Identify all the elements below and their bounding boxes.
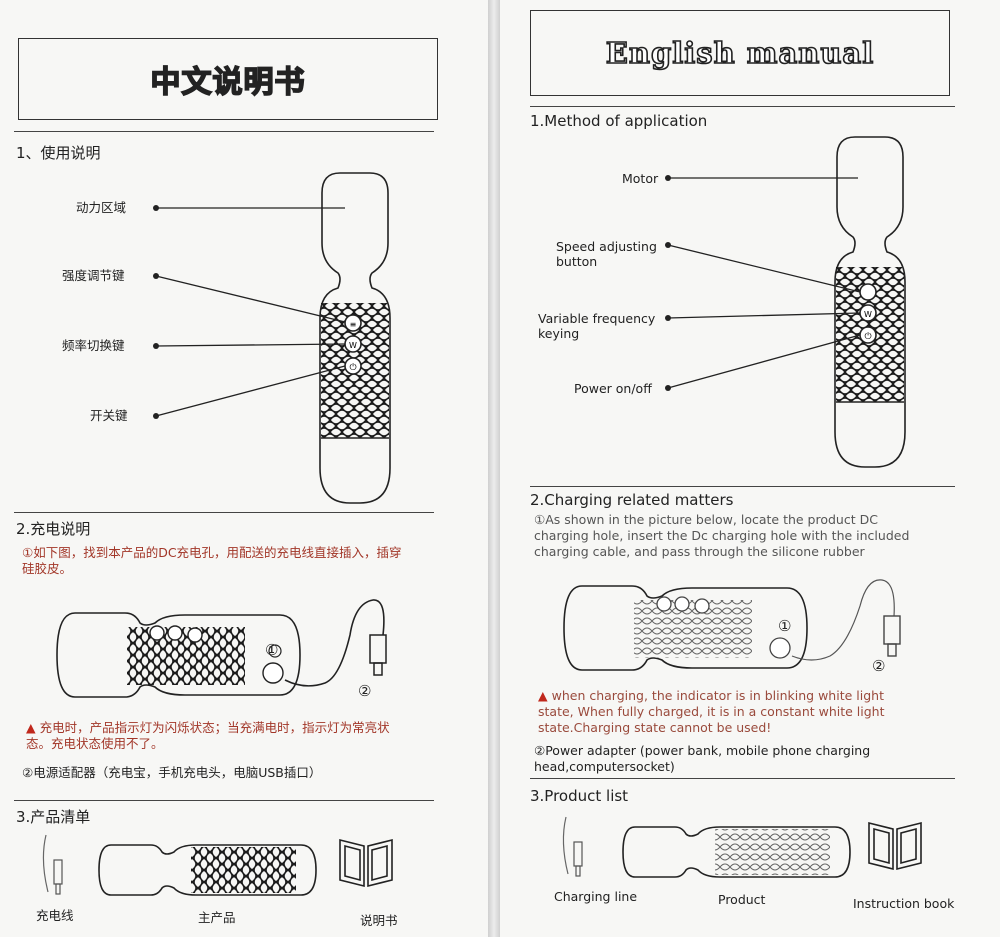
power-adapter-note: ②电源适配器（充电宝，手机充电头，电脑USB插口） xyxy=(22,765,322,780)
section1-rule-en xyxy=(530,106,955,107)
charging-diagram-en xyxy=(563,579,901,671)
caption-cable: 充电线 xyxy=(36,908,74,923)
caption-product-en: Product xyxy=(718,892,766,907)
chinese-title-box: 中文说明书 xyxy=(18,38,438,120)
product-list-cable xyxy=(42,834,63,895)
caption-book-en: Instruction book xyxy=(853,896,955,911)
callout-two-en: ② xyxy=(872,657,886,675)
callout-one: ① xyxy=(265,641,279,659)
wand-diagram: ≡ W ⏻ xyxy=(319,172,391,504)
charging-warning: ▲ 充电时，产品指示灯为闪烁状态；当充满电时，指示灯为常亮状态。充电状态使用不了… xyxy=(26,720,406,752)
label-speed-en-line2: button xyxy=(556,254,598,269)
label-motor-en: Motor xyxy=(622,171,659,186)
label-speed: 强度调节键 xyxy=(62,268,125,283)
power-adapter-note-en: ②Power adapter (power bank, mobile phone… xyxy=(534,743,871,774)
english-title-box: English manual xyxy=(530,10,950,96)
section2-rule xyxy=(14,512,434,513)
label-power-en: Power on/off xyxy=(574,381,652,396)
wave-icon: W xyxy=(349,341,357,350)
section1-heading: 1、使用说明 xyxy=(16,144,101,162)
label-speed-en-line1: Speed adjusting xyxy=(556,239,657,254)
english-manual-page: English manual 1.Method of application W… xyxy=(500,0,1000,937)
caption-product: 主产品 xyxy=(198,910,236,925)
textured-grip-horizontal xyxy=(127,627,245,685)
wave-icon-en: W xyxy=(864,310,872,319)
caption-cable-en: Charging line xyxy=(554,889,638,904)
product-list-wand-en xyxy=(622,826,851,878)
section3-rule xyxy=(14,800,434,801)
chinese-title: 中文说明书 xyxy=(150,64,306,101)
label-motor: 动力区域 xyxy=(76,200,127,215)
product-list-wand xyxy=(98,844,317,896)
product-list-cable-en xyxy=(562,816,583,877)
usb-plug xyxy=(369,634,387,664)
caption-book: 说明书 xyxy=(360,913,398,928)
chinese-manual-page: 中文说明书 1、使用说明 ≡ W ⏻ 动力区域 强度调节键 频率切换键 开关键 … xyxy=(0,0,488,937)
callout-one-en: ① xyxy=(778,617,792,635)
page-gutter xyxy=(488,0,500,937)
charging-instruction-en: ①As shown in the picture below, locate t… xyxy=(534,512,910,559)
power-icon: ⏻ xyxy=(349,362,356,373)
leader-lines xyxy=(153,205,346,419)
warning-icon-en: ▲ xyxy=(538,688,548,703)
section2-heading-en: 2.Charging related matters xyxy=(530,491,734,509)
label-frequency-en-line2: keying xyxy=(538,326,580,341)
section3-heading: 3.产品清单 xyxy=(16,808,91,826)
section2-heading: 2.充电说明 xyxy=(16,520,91,538)
section2-rule-en xyxy=(530,486,955,487)
charging-warning-text: 充电时，产品指示灯为闪烁状态；当充满电时，指示灯为常亮状态。充电状态使用不了。 xyxy=(26,720,390,751)
speed-button xyxy=(344,314,362,332)
speed-icon: ≡ xyxy=(350,320,357,329)
section3-heading-en: 3.Product list xyxy=(530,787,629,805)
charging-diagram xyxy=(56,599,387,698)
charging-instruction: ①如下图，找到本产品的DC充电孔，用配送的充电线直接插入，插穿硅胶皮。 xyxy=(22,545,402,576)
warning-icon: ▲ xyxy=(26,720,36,735)
section1-heading-en: 1.Method of application xyxy=(530,112,708,130)
label-frequency: 频率切换键 xyxy=(62,338,125,353)
label-power: 开关键 xyxy=(90,408,128,423)
product-list-book xyxy=(339,838,393,888)
dc-charging-port xyxy=(262,662,284,684)
charging-warning-en-text: when charging, the indicator is in blink… xyxy=(538,688,885,735)
label-frequency-en-line1: Variable frequency xyxy=(538,311,656,326)
callout-two: ② xyxy=(358,682,372,700)
product-list-book-en xyxy=(868,821,922,871)
charging-warning-en: ▲ when charging, the indicator is in bli… xyxy=(538,688,918,736)
section3-rule-en xyxy=(530,778,955,779)
leader-lines-en xyxy=(665,175,861,391)
section1-rule xyxy=(14,131,434,132)
english-title: English manual xyxy=(605,35,875,71)
power-icon-en: ⏻ xyxy=(864,331,871,342)
